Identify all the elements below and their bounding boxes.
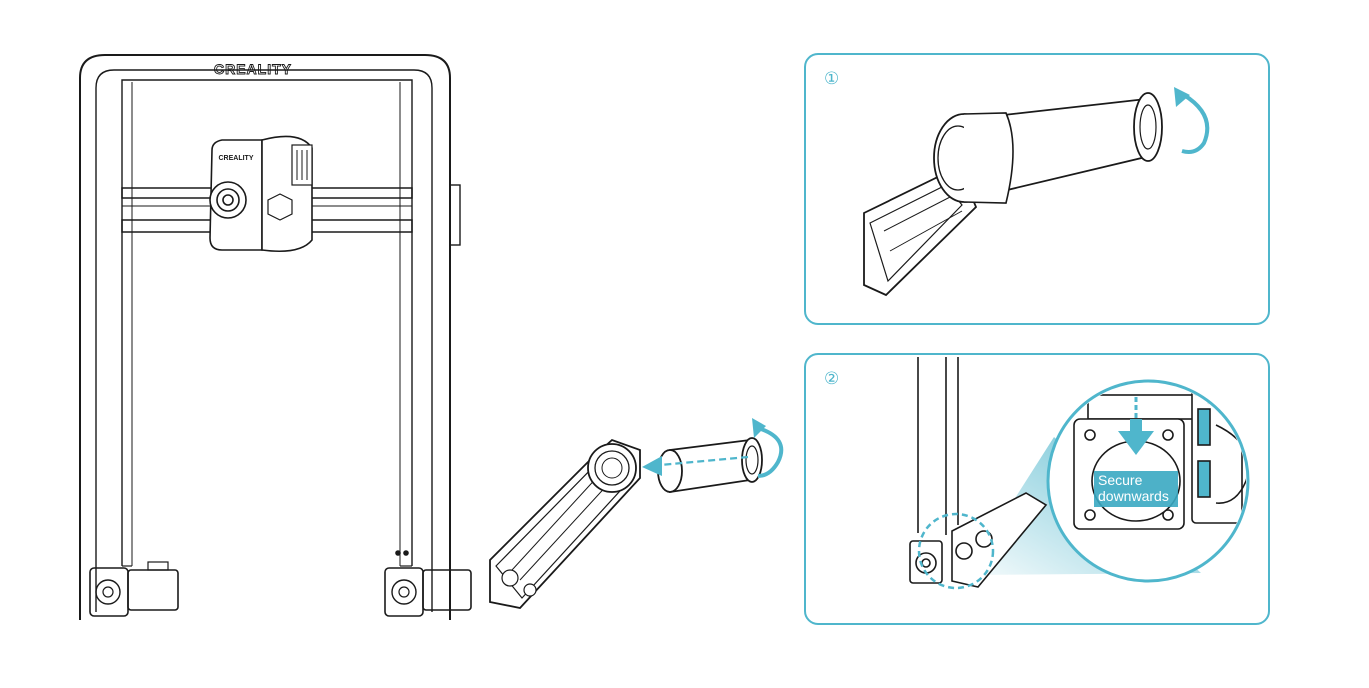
print-head	[209, 135, 313, 253]
brand-logo: CREALITY	[214, 61, 292, 77]
step-one-panel: ①	[804, 53, 1270, 325]
insert-arrow	[642, 418, 784, 478]
head-logo: CREALITY	[219, 155, 254, 162]
down-arrow	[1118, 397, 1154, 455]
step-two-marker: ②	[824, 369, 840, 388]
callout-box	[1094, 471, 1178, 507]
callout-line-1: Secure	[1098, 472, 1143, 488]
step-one-marker: ①	[824, 69, 840, 88]
step-two-panel: ②	[804, 353, 1270, 625]
step-two-illustration: Secure downwards	[909, 357, 1250, 590]
zoom-source-ring	[917, 512, 995, 590]
spool-holder-arm	[489, 438, 641, 609]
step-one-illustration	[863, 87, 1210, 297]
callout-line-2: downwards	[1098, 488, 1169, 504]
rotate-arrow	[1174, 87, 1210, 154]
spool-rod	[657, 437, 763, 494]
